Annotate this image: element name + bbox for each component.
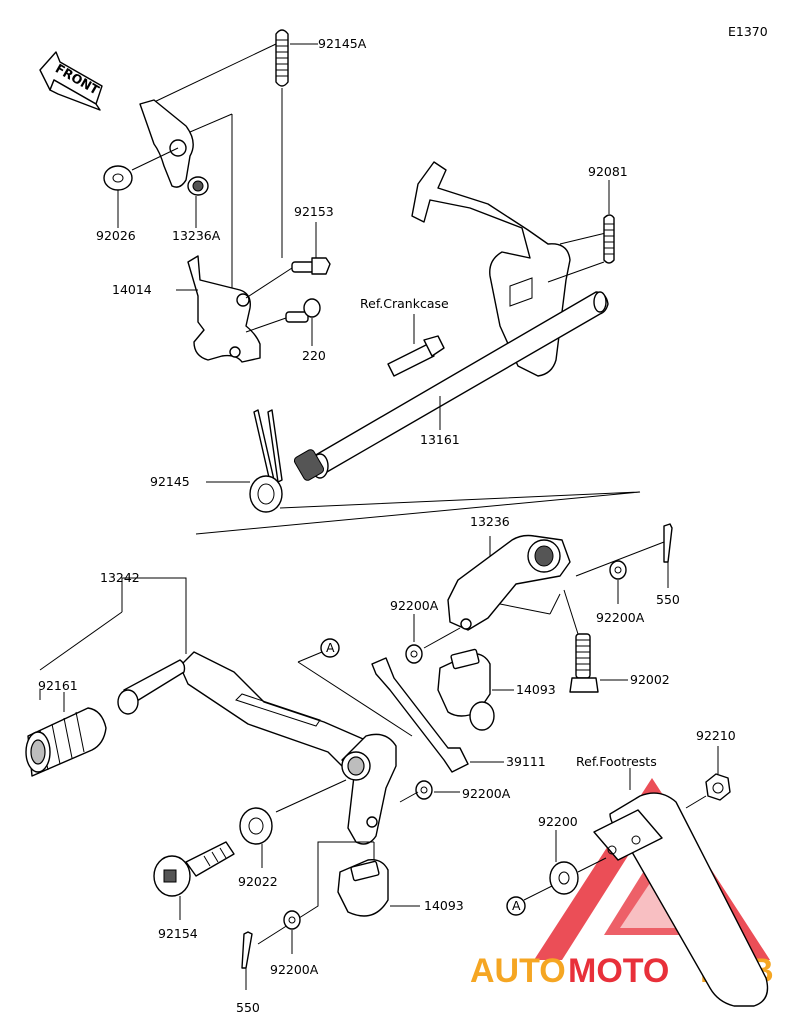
label-13242: 13242 [100,570,140,585]
label-220: 220 [302,348,326,363]
spring-92081 [603,214,615,264]
washer-92022 [239,807,273,845]
joint-14093-b [337,859,389,917]
cotter-pin-550a [663,523,673,563]
washer-92200A-c [415,780,433,800]
crankcase-stud [387,335,445,377]
callout-a-2 [506,896,526,916]
label-92145A: 92145A [318,36,367,51]
pin-220 [285,298,321,323]
label-92026: 92026 [96,228,136,243]
label-92153: 92153 [294,204,334,219]
shaft-13161 [293,291,609,481]
cotter-pin-550b [241,931,253,969]
bolt-92002 [569,633,599,693]
label-39111: 39111 [506,754,546,769]
tie-rod-39111 [371,657,469,773]
joint-14093-a [437,648,495,731]
label-550b: 550 [236,1000,260,1015]
label-13236: 13236 [470,514,510,529]
washer-92200A-a [609,560,627,580]
label-550a: 550 [656,592,680,607]
label-92200A-d: 92200A [270,962,319,977]
label-92200A-c: 92200A [462,786,511,801]
pedal-rubber-92161 [25,707,107,777]
label-92200A-a: 92200A [596,610,645,625]
label-92210: 92210 [696,728,736,743]
front-arrow-icon: FRONT [39,51,103,111]
ref-crankcase: Ref.Crankcase [360,296,449,311]
label-92022: 92022 [238,874,278,889]
shift-arm-13161 [411,161,571,377]
spring-92145 [249,409,283,513]
label-14014: 14014 [112,282,152,297]
watermark-moto: MOTO [568,952,669,990]
callout-a-2-text: A [512,898,521,913]
bolt-92154 [153,841,235,897]
diagram-code: E1370 [728,24,768,39]
nut-92210 [705,773,731,801]
bolt-92153 [291,257,331,275]
label-13161: 13161 [420,432,460,447]
stopper-arm-13236A [139,99,194,188]
washer-92200 [549,861,579,895]
label-92154: 92154 [158,926,198,941]
spring-92145A [275,29,289,87]
label-92002: 92002 [630,672,670,687]
label-14093-b: 14093 [424,898,464,913]
washer-92026 [103,165,133,191]
group-divider [195,491,641,535]
shift-pedal-13242 [117,651,393,783]
label-92081: 92081 [588,164,628,179]
label-92200: 92200 [538,814,578,829]
washer-92200A-d [283,910,301,930]
label-13236A: 13236A [172,228,221,243]
callout-a-1 [320,638,340,658]
bracket-14014 [187,255,261,363]
label-14093-a: 14093 [516,682,556,697]
label-92200A-b: 92200A [390,598,439,613]
footrest-bracket [593,792,769,1007]
label-92161: 92161 [38,678,78,693]
callout-a-1-text: A [326,640,335,655]
ref-footrests: Ref.Footrests [576,754,657,769]
label-92145: 92145 [150,474,190,489]
lower-arm [341,733,397,845]
watermark-auto: AUTO [470,952,566,990]
washer-92200A-b [405,644,423,664]
